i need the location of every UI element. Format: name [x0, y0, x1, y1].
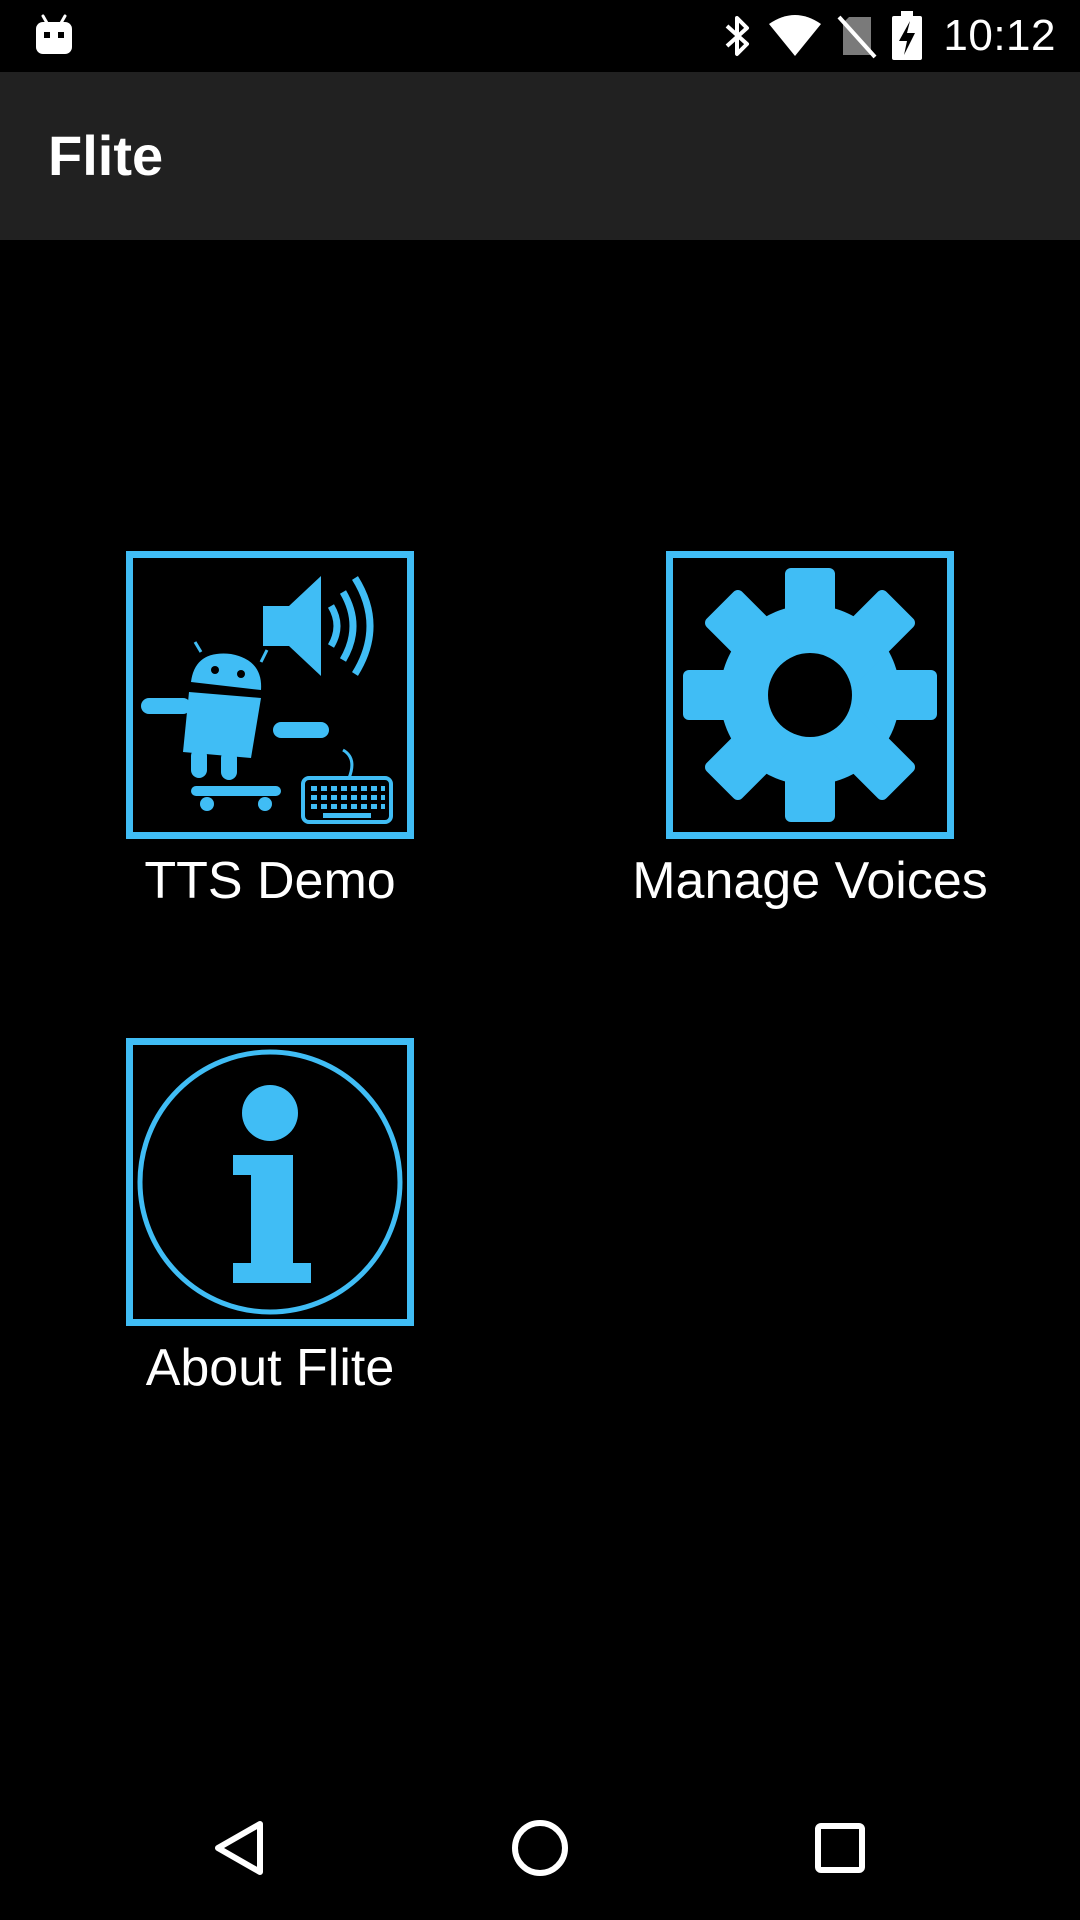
- manage-voices-icon-box[interactable]: [666, 551, 954, 839]
- about-flite-label: About Flite: [145, 1339, 395, 1397]
- back-icon: [215, 1821, 263, 1875]
- bluetooth-icon: [726, 16, 750, 56]
- tts-demo-tile[interactable]: TTS Demo: [0, 551, 540, 921]
- navigation-bar: [0, 1776, 1080, 1920]
- battery-charging-icon: [892, 11, 923, 60]
- recents-icon: [815, 1823, 865, 1873]
- back-button[interactable]: [160, 1776, 320, 1920]
- wifi-icon: [769, 15, 822, 56]
- recents-button[interactable]: [760, 1776, 920, 1920]
- about-flite-icon-box[interactable]: [126, 1038, 414, 1326]
- tts-demo-label: TTS Demo: [144, 852, 396, 910]
- home-button[interactable]: [460, 1776, 620, 1920]
- app-bar: Flite: [0, 72, 1080, 240]
- manage-voices-tile[interactable]: Manage Voices: [540, 551, 1080, 921]
- status-bar: 10:12: [0, 0, 1080, 72]
- home-icon: [512, 1820, 568, 1876]
- tts-demo-icon: [141, 576, 393, 824]
- info-icon: [137, 1049, 403, 1315]
- status-icons: 10:12: [723, 0, 1056, 72]
- about-flite-tile[interactable]: About Flite: [0, 1038, 540, 1408]
- gear-icon: [683, 568, 937, 822]
- android-notification-icon: [36, 14, 72, 54]
- status-clock: 10:12: [943, 11, 1056, 60]
- manage-voices-label: Manage Voices: [632, 852, 988, 910]
- app-title: Flite: [48, 124, 164, 187]
- no-sim-icon: [837, 15, 877, 59]
- tts-demo-icon-box[interactable]: [126, 551, 414, 839]
